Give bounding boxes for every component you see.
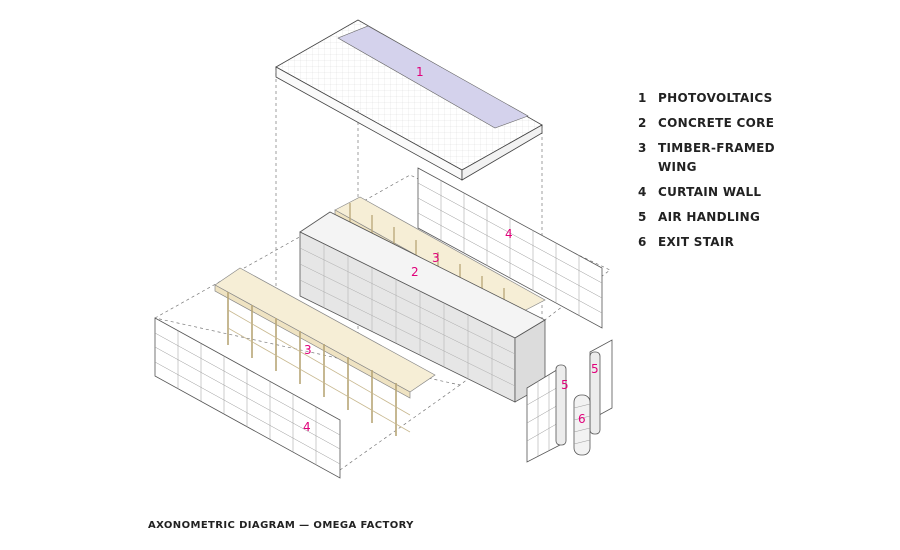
legend-number: 2 (638, 116, 647, 130)
roof-side-face (461, 124, 543, 181)
legend-item-concrete-core: 2 CONCRETE CORE (638, 114, 838, 133)
air-handling (555, 351, 601, 446)
roof-photovoltaics (275, 19, 543, 181)
callout-air-handling-right: 5 (591, 362, 599, 376)
exit-stair (573, 394, 591, 456)
legend-item-exit-stair: 6 EXIT STAIR (638, 233, 838, 252)
duct-right (589, 351, 601, 435)
callouts: 1 2 3 3 4 4 5 5 6 (303, 65, 599, 434)
legend-item-air-handling: 5 AIR HANDLING (638, 208, 838, 227)
curtain-wall-front (154, 317, 341, 479)
timber-wing-front (214, 267, 436, 436)
duct-left (555, 364, 567, 446)
callout-air-handling-left: 5 (561, 378, 569, 392)
callout-exit-stair: 6 (578, 412, 586, 426)
callout-photovoltaics: 1 (416, 65, 424, 79)
callout-curtain-wall-front: 4 (303, 420, 311, 434)
legend-item-curtain-wall: 4 CURTAIN WALL (638, 183, 838, 202)
legend-label: AIR HANDLING (658, 210, 761, 224)
legend-number: 4 (638, 185, 647, 199)
legend-number: 3 (638, 141, 647, 155)
curtain-wall-rear (417, 167, 603, 329)
legend-number: 6 (638, 235, 647, 249)
legend-label: EXIT STAIR (658, 235, 735, 249)
legend-item-photovoltaics: 1 PHOTOVOLTAICS (638, 89, 838, 108)
legend-label: CURTAIN WALL (658, 185, 762, 199)
callout-timber-wing-rear: 3 (432, 251, 440, 265)
legend-label: PHOTOVOLTAICS (658, 91, 773, 105)
legend-label: CONCRETE CORE (658, 116, 775, 130)
legend-number: 1 (638, 91, 647, 105)
callout-timber-wing-front: 3 (304, 343, 312, 357)
legend-label: TIMBER-FRAMED WING (658, 141, 775, 174)
legend-item-timber-framed-wing: 3 TIMBER-FRAMED WING (638, 139, 838, 177)
pv-panel (337, 25, 529, 129)
legend: 1 PHOTOVOLTAICS 2 CONCRETE CORE 3 TIMBER… (638, 89, 838, 258)
legend-number: 5 (638, 210, 647, 224)
callout-concrete-core: 2 (411, 265, 419, 279)
callout-curtain-wall-rear: 4 (505, 227, 513, 241)
diagram-caption: AXONOMETRIC DIAGRAM — OMEGA FACTORY (148, 520, 414, 531)
